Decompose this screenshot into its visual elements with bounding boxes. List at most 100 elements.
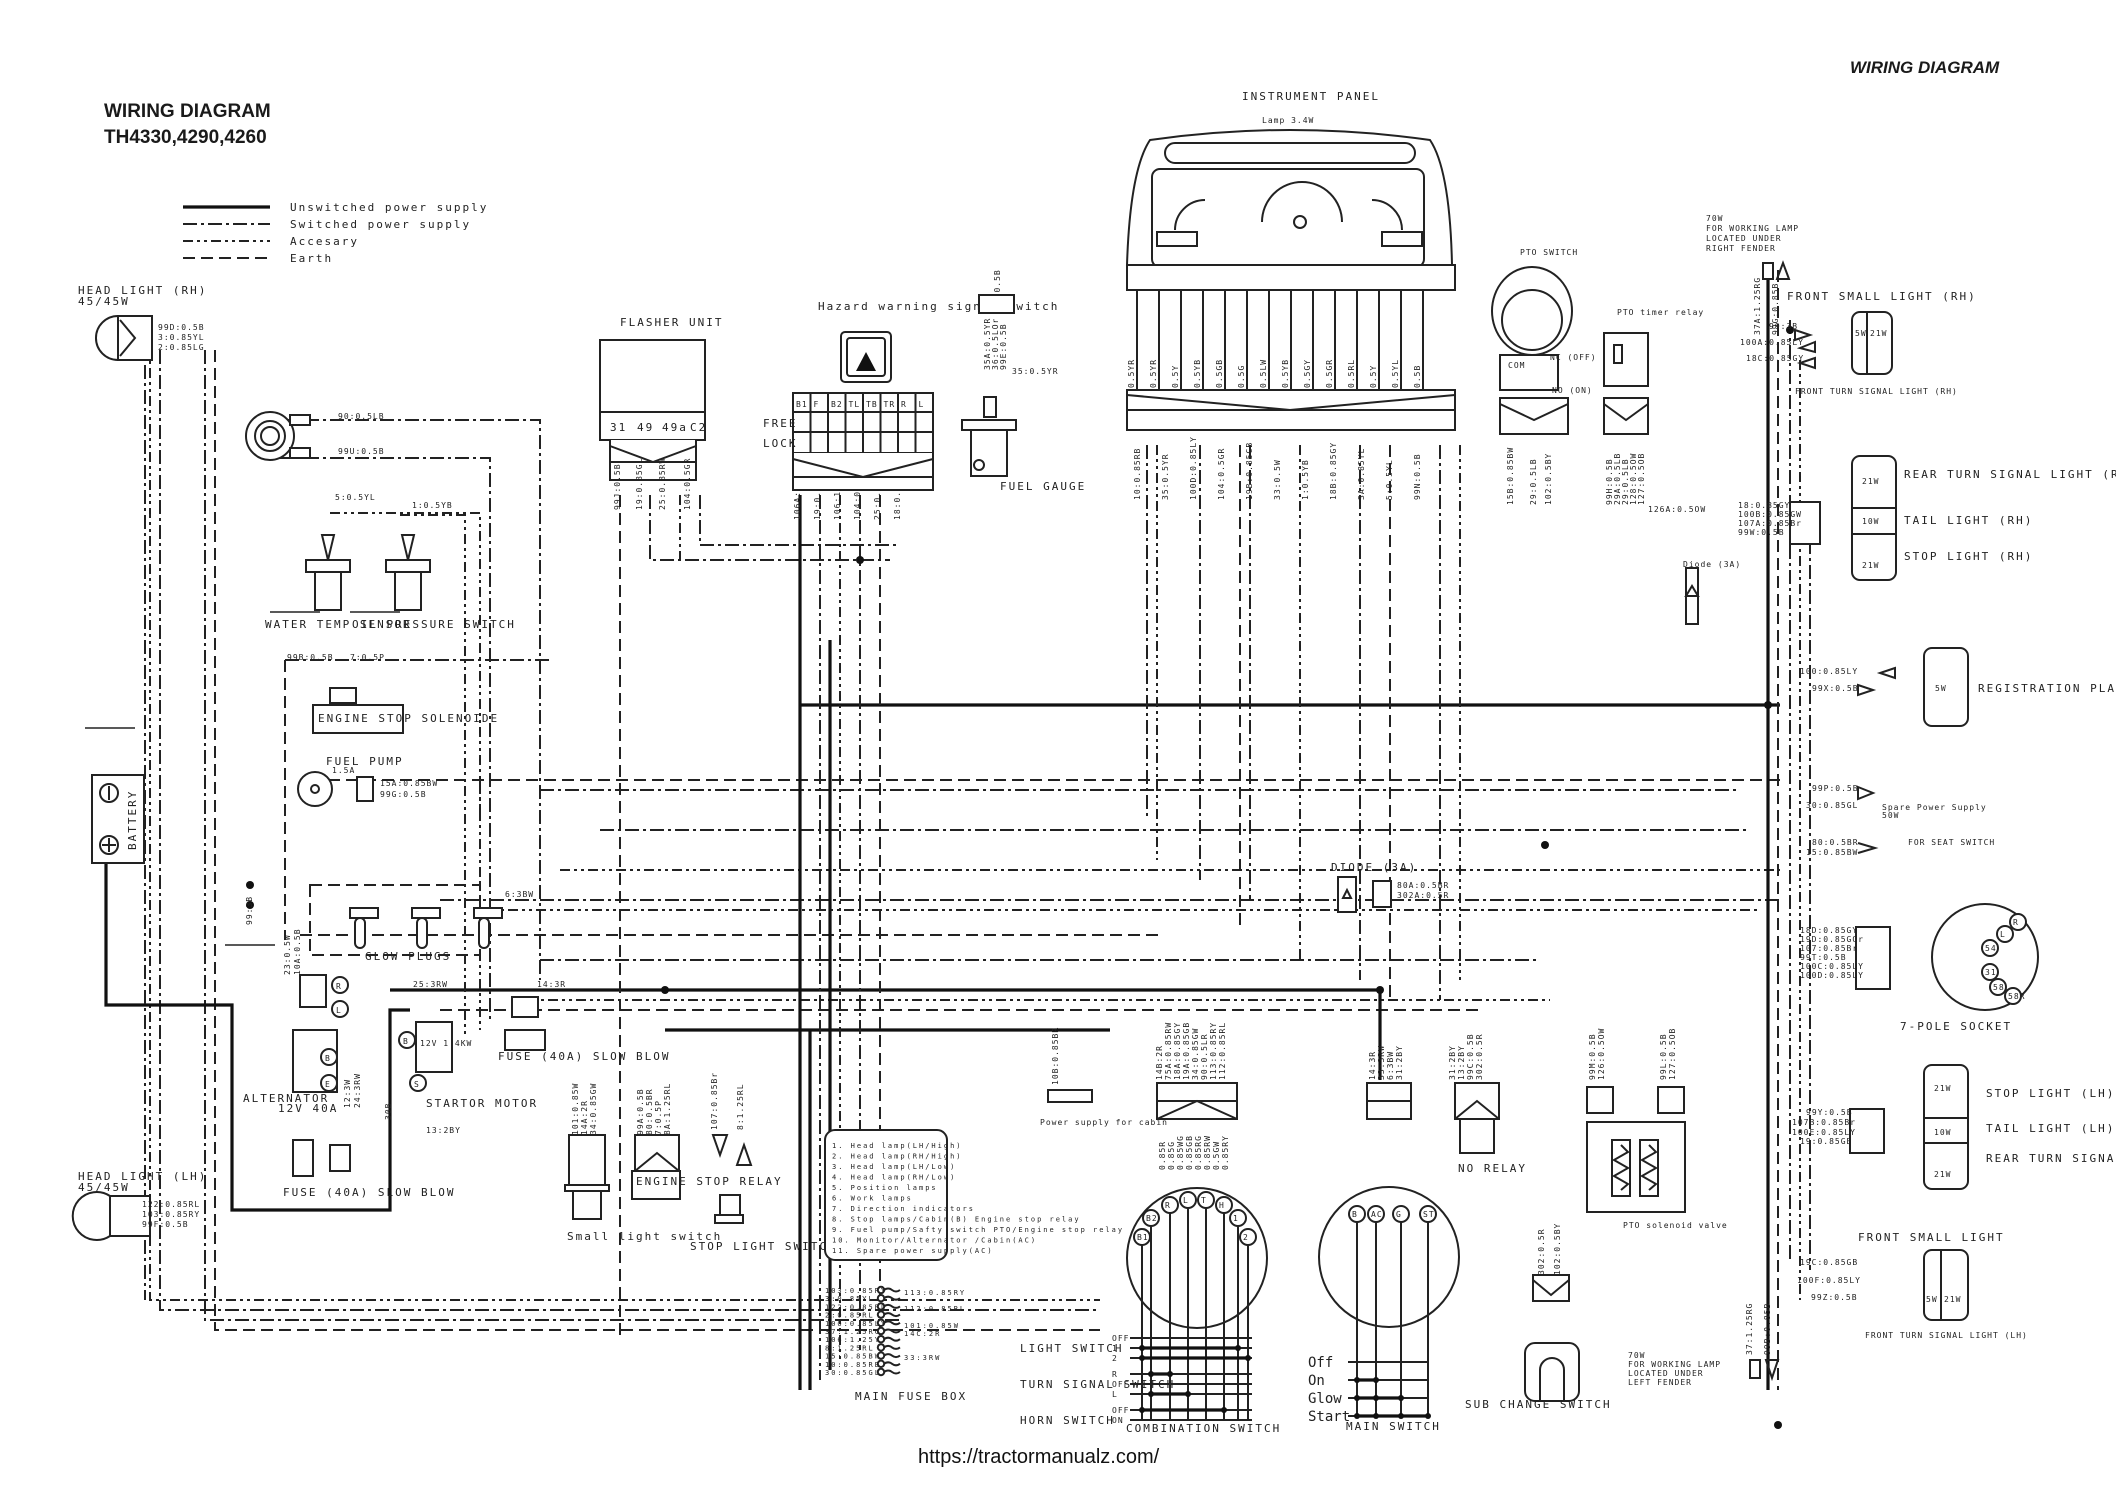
svg-text:6:3BW: 6:3BW (1386, 1051, 1395, 1080)
small-light-switch: 101:0.85W 14A:2R 34:0.85GW Small light s… (564, 1083, 722, 1243)
svg-text:COMBINATION SWITCH: COMBINATION SWITCH (1126, 1422, 1281, 1435)
water-temp-sensor: 5:0.5YL WATER TEMP SENSOR (265, 493, 410, 631)
svg-text:15A:0.85BW: 15A:0.85BW (380, 779, 438, 788)
wire-label: 127:0.5OB (1637, 453, 1646, 505)
wire-label: 100D:0.85LY (1189, 436, 1198, 500)
head-light-rh: HEAD LIGHT (RH) 45/45W 99D:0.5B 3:0.85YL… (78, 284, 205, 362)
svg-text:Power supply for cabin: Power supply for cabin (1040, 1118, 1168, 1127)
wire-label: 100:0.85LY (825, 1320, 887, 1328)
switch-terminal-label: B2 (1146, 1214, 1158, 1223)
switch-terminal-label: B (1352, 1210, 1358, 1219)
svg-text:99C:0.5B: 99C:0.5B (1466, 1033, 1475, 1080)
svg-text:7:0.5P: 7:0.5P (654, 1100, 663, 1135)
svg-text:COM: COM (1508, 361, 1525, 370)
legend-label: Earth (290, 252, 333, 265)
svg-text:302A:0.5R: 302A:0.5R (1397, 891, 1449, 900)
wire-harness (104, 270, 1811, 1390)
svg-text:107A:0.85Br: 107A:0.85Br (1738, 519, 1802, 528)
svg-text:25:0.85RW: 25:0.85RW (658, 458, 667, 510)
glow-plugs: GLOW PLUGS 6:3BW (309, 884, 533, 963)
svg-text:12:3W: 12:3W (343, 1079, 352, 1108)
svg-text:302:0.5R: 302:0.5R (1475, 1033, 1484, 1080)
svg-text:C2: C2 (690, 421, 707, 434)
svg-text:127:0.5OB: 127:0.5OB (1668, 1028, 1677, 1080)
wire-label: 0.5Y (1171, 365, 1180, 388)
wire-label: 0.5B (1413, 365, 1422, 388)
wire-label: 122:0.85RL (825, 1303, 887, 1311)
svg-text:100:0.85LY: 100:0.85LY (1800, 667, 1858, 676)
svg-text:103:0.85RY: 103:0.85RY (142, 1210, 200, 1219)
svg-text:99Z:0.5B: 99Z:0.5B (1811, 1293, 1858, 1302)
svg-text:ALTERNATOR: ALTERNATOR (243, 1092, 329, 1105)
fuse-list-item: 8. Stop lamps/Cabin(B) Engine stop relay (832, 1216, 1081, 1224)
switch-position-label: R (1112, 1370, 1118, 1379)
svg-text:LOCATED UNDER: LOCATED UNDER (1628, 1369, 1704, 1378)
switch-group-label: HORN SWITCH (1020, 1414, 1115, 1427)
svg-text:14A:2R: 14A:2R (580, 1100, 589, 1135)
svg-text:NO RELAY: NO RELAY (1458, 1162, 1527, 1175)
svg-text:PTO solenoid valve: PTO solenoid valve (1623, 1221, 1728, 1230)
fuse-list-item: 5. Position lamps (832, 1184, 938, 1192)
svg-text:FOR SEAT SWITCH: FOR SEAT SWITCH (1908, 838, 1995, 847)
svg-text:37:1.25RG: 37:1.25RG (1745, 1303, 1754, 1355)
switch-terminal-label: H (1219, 1201, 1225, 1210)
svg-text:21W: 21W (1934, 1170, 1951, 1179)
wire-label: 34:0.85GW (1191, 1028, 1200, 1080)
spare-power-supply: 99P:0.5B 30:0.85GL Spare Power Supply 50… (1806, 784, 1987, 820)
source-url: https://tractormanualz.com/ (918, 1446, 1160, 1468)
pto-switch: PTO SWITCH COM NC (OFF) NO (ON) 15B:0.85… (1491, 248, 1596, 505)
svg-text:35:0.5YR: 35:0.5YR (1012, 367, 1059, 376)
svg-text:99B:0.5B: 99B:0.5B (287, 653, 334, 662)
svg-text:MAIN SWITCH: MAIN SWITCH (1346, 1420, 1441, 1433)
svg-text:99U:0.5B: 99U:0.5B (338, 447, 385, 456)
front-small-light-lh: FRONT SMALL LIGHT 5W 21W 19C:0.85GB 100F… (1797, 1231, 2027, 1340)
svg-text:25:3RW: 25:3RW (413, 980, 448, 989)
switch-position-label: OFF (1112, 1406, 1129, 1415)
alternator: R L B E ALTERNATOR 12V 40A 23:0.5W 10A:0… (243, 928, 362, 1115)
svg-text:15B:0.85BW: 15B:0.85BW (1506, 447, 1515, 505)
svg-text:3:0.85YL: 3:0.85YL (158, 333, 205, 342)
switch-position-label: 2 (1112, 1354, 1118, 1363)
svg-text:STOP LIGHT (LH): STOP LIGHT (LH) (1986, 1087, 2115, 1100)
switch-terminal-label: B1 (1137, 1233, 1149, 1242)
working-lamp-left: 70W FOR WORKING LAMP LOCATED UNDER LEFT … (1628, 1303, 1780, 1387)
hazard-column-label: TB (866, 400, 878, 409)
svg-text:14:3R: 14:3R (537, 980, 566, 989)
svg-text:12V 40A: 12V 40A (278, 1102, 338, 1115)
svg-text:102:0.5BY: 102:0.5BY (1544, 453, 1553, 505)
fuse-list-item: 9. Fuel pump/Safty switch PTO/Engine sto… (832, 1226, 1124, 1234)
wire-label: 112:0.85RL (904, 1305, 966, 1313)
svg-text:23:0.5W: 23:0.5W (283, 934, 292, 975)
fuel-gauge: 99:0.5B 35A:0.5YR 36:0.5LOr 99E:0.5B 35:… (961, 269, 1084, 493)
fuse-list-item: 6. Work lamps (832, 1195, 913, 1203)
svg-text:99E:0.5B: 99E:0.5B (999, 323, 1008, 370)
svg-text:30:0.85GL: 30:0.85GL (1806, 801, 1858, 810)
wire-label: 101:0.85W (904, 1322, 960, 1330)
svg-text:Spare Power Supply: Spare Power Supply (1882, 803, 1987, 812)
svg-text:Diode (3A): Diode (3A) (1683, 560, 1741, 569)
wire-label: 10:0.85RB (825, 1361, 881, 1369)
switch-terminal-label: AC (1371, 1210, 1383, 1219)
svg-text:101:0.85W: 101:0.85W (571, 1083, 580, 1135)
svg-text:E: E (325, 1080, 331, 1089)
engine-stop-solenoide: 99B:0.5B 7:0.5P ENGINE STOP SOLENOIDE (287, 653, 497, 734)
svg-text:STOP LIGHT (RH): STOP LIGHT (RH) (1904, 550, 2033, 563)
svg-text:21W: 21W (1934, 1084, 1951, 1093)
svg-text:FLASHER UNIT: FLASHER UNIT (620, 316, 723, 329)
switch-position-label: On (1308, 1373, 1325, 1389)
svg-text:Small light switch: Small light switch (567, 1230, 722, 1243)
svg-text:7:0.5P: 7:0.5P (350, 653, 385, 662)
svg-text:TAIL LIGHT (RH): TAIL LIGHT (RH) (1904, 514, 2033, 527)
svg-text:LOCATED UNDER: LOCATED UNDER (1706, 234, 1782, 243)
svg-text:FUEL PUMP: FUEL PUMP (326, 755, 404, 768)
corner-title: WIRING DIAGRAM (1850, 58, 2000, 77)
wire-label: 107:0.85Br (1800, 944, 1858, 953)
svg-text:1.5A: 1.5A (332, 766, 355, 775)
wire-label: 25:0.85RW (873, 468, 882, 520)
fuse-list-item: 11. Spare power supply(AC) (832, 1247, 994, 1255)
svg-text:PTO timer relay: PTO timer relay (1617, 308, 1704, 317)
svg-text:70W: 70W (1706, 214, 1723, 223)
svg-text:99Y:0.5B: 99Y:0.5B (1806, 1108, 1853, 1117)
hazard-column-label: TR (884, 400, 896, 409)
